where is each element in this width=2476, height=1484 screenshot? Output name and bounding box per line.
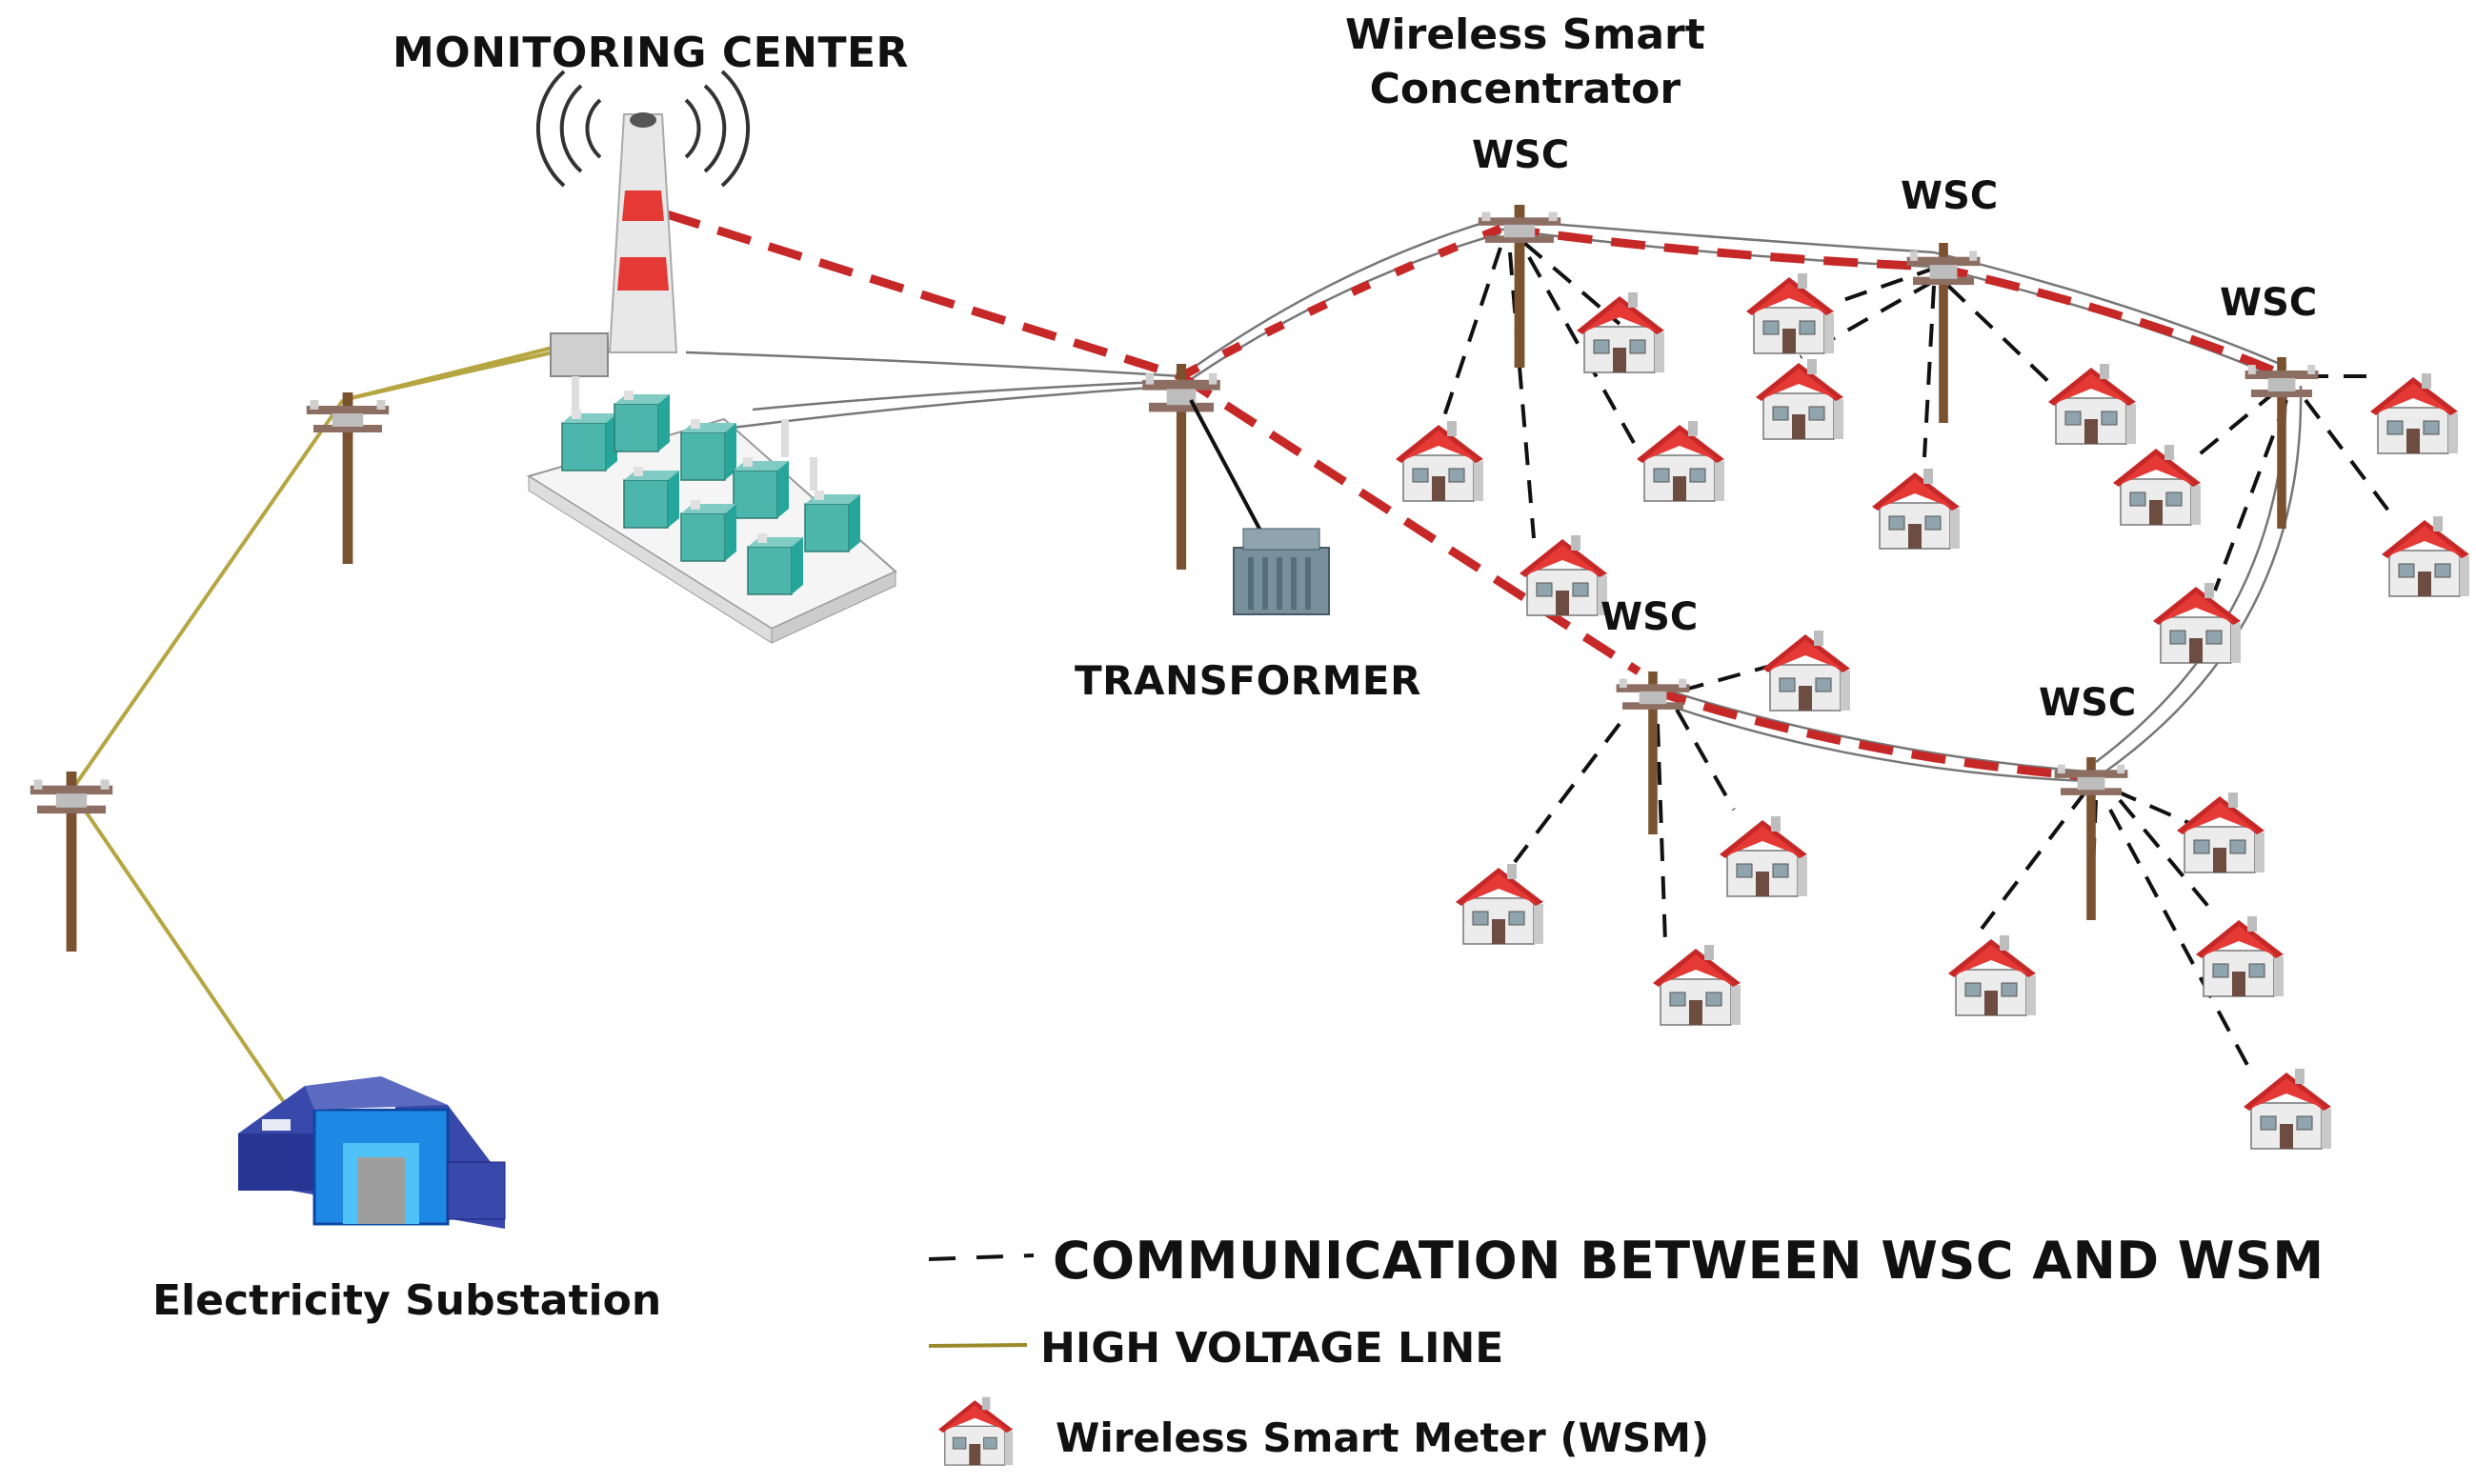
house-icon [2243,1068,2332,1150]
utility-pole-icon [306,392,390,564]
utility-pole-icon [30,772,113,952]
wsc-title-line1: Wireless Smart [1345,10,1705,59]
wsc-title-label: Wireless Smart Concentrator [1345,8,1705,116]
house-icon [1395,420,1484,502]
monitoring-center-label: MONITORING CENTER [393,29,909,77]
house-icon [1455,863,1544,945]
legend-high-voltage-symbol [928,1343,1028,1348]
wsc-title-line2: Concentrator [1369,65,1681,113]
antenna-tower-icon [535,70,751,353]
wsc-label: WSC [1472,133,1570,177]
house-icon [1871,468,1961,550]
house-icon [2176,792,2265,873]
substation-building-icon [238,1076,506,1229]
house-icon [2047,363,2137,445]
house-icon [2381,515,2470,597]
house-icon [1652,944,1741,1026]
wsc-label: WSC [1901,174,1999,218]
house-icon [2152,582,2242,664]
backbone-links [665,210,2288,781]
wsc-label: WSC [2039,681,2137,725]
generator-units-icon [526,332,897,644]
legend-house-icon [937,1396,1014,1466]
wsc-label: WSC [1600,595,1699,639]
house-icon [2195,915,2285,997]
house-icon [2112,444,2202,526]
house-icon [2369,372,2459,454]
utility-pole-icon [2245,357,2319,529]
substation-label: Electricity Substation [152,1276,662,1325]
utility-pole-icon [2054,757,2128,920]
house-icon [1947,934,2037,1016]
legend-dashed-line-symbol [928,1253,1035,1261]
legend-high-voltage-label: HIGH VOLTAGE LINE [1040,1324,1504,1373]
house-icon [1745,272,1835,354]
house-icon [1576,291,1665,373]
transformer-icon [1189,399,1330,615]
utility-pole-icon [1906,243,1981,423]
wsc-label: WSC [2220,281,2318,325]
house-icon [1755,358,1844,440]
house-icon [1761,630,1851,712]
house-icon [1636,420,1725,502]
transformer-label: TRANSFORMER [1075,657,1421,704]
wsc-wsm-communication-lines [1437,241,2393,1068]
legend-communication-label: COMMUNICATION BETWEEN WSC AND WSM [1053,1231,2325,1291]
high-voltage-lines [70,341,573,1107]
legend-smart-meter-label: Wireless Smart Meter (WSM) [1056,1414,1710,1461]
power-lines [685,217,2303,783]
house-icon [1719,815,1808,897]
house-icon [1519,534,1608,616]
